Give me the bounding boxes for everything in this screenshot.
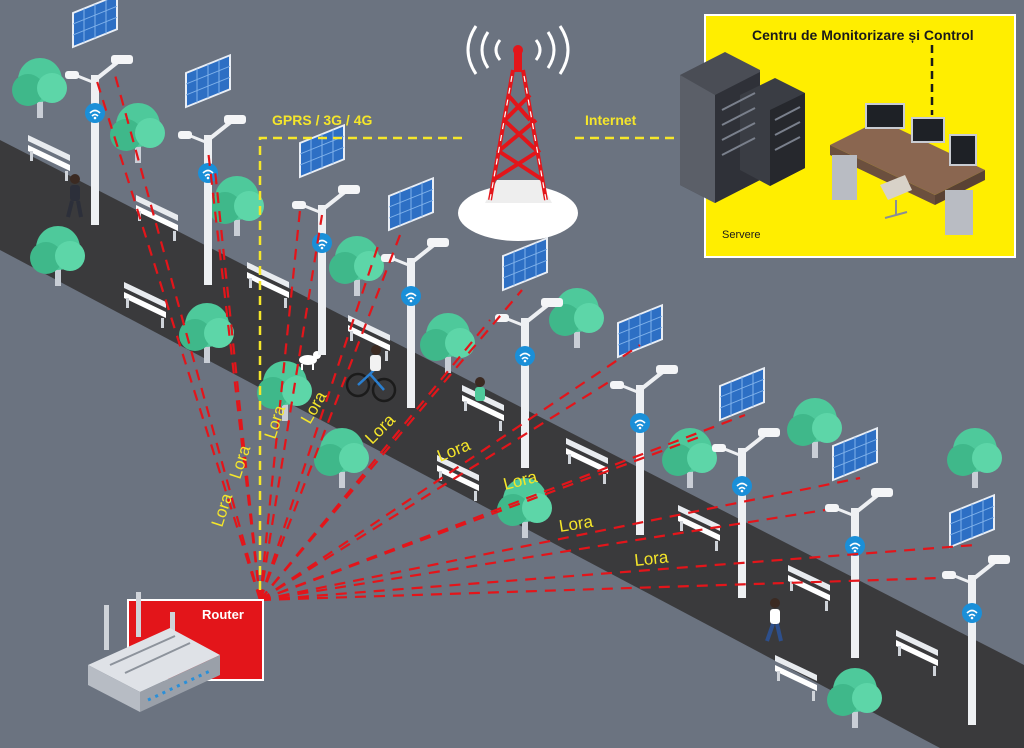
- pedestrian-icon: [765, 598, 783, 642]
- workstation-icon: [830, 103, 985, 235]
- lora-label: Lora: [633, 547, 669, 570]
- tree-icon: [947, 428, 1002, 488]
- tree-icon: [209, 176, 264, 236]
- servers-label: Servere: [722, 229, 761, 241]
- tree-icon: [329, 236, 384, 296]
- router-panel: Router: [88, 592, 264, 712]
- lora-label: Lora: [261, 402, 290, 441]
- pedestrian-icon: [66, 174, 83, 218]
- pedestrian-icon: [475, 377, 485, 401]
- router-icon: [88, 592, 220, 712]
- router-label: Router: [202, 607, 244, 622]
- monitoring-center-title: Centru de Monitorizare și Control: [752, 27, 974, 43]
- lora-label: Lora: [208, 490, 237, 529]
- lora-label: Lora: [226, 442, 255, 481]
- internet-label: Internet: [585, 112, 637, 128]
- road: [0, 140, 1024, 748]
- server-rack-icon: [680, 52, 805, 203]
- tree-icon: [12, 58, 67, 118]
- gprs-link: [258, 136, 462, 590]
- tree-icon: [549, 288, 604, 348]
- monitoring-center-panel: Centru de Monitorizare și Control Server…: [680, 14, 1016, 258]
- cell-tower-icon: [458, 25, 578, 241]
- gprs-label: GPRS / 3G / 4G: [272, 112, 372, 128]
- cyclist-icon: [345, 345, 397, 403]
- lora-links: [93, 74, 976, 602]
